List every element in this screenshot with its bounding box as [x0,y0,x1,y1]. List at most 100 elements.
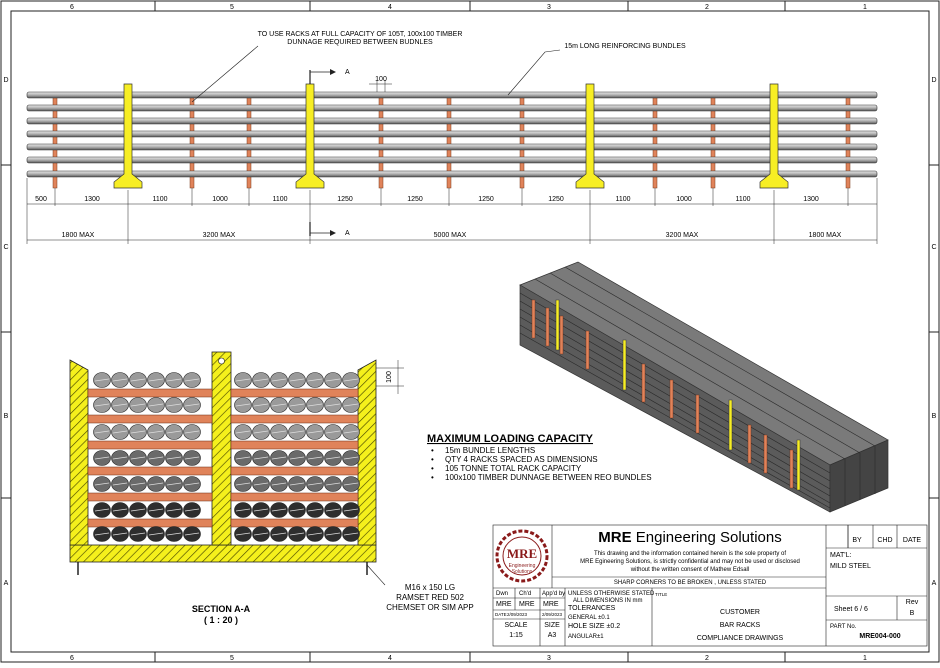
section-bar-rib [235,378,251,382]
confidential-3: without the written consent of Mathew Ed… [630,567,749,573]
bottom-zone-labels: 6 5 4 3 2 1 [70,652,867,662]
section-bar-rib [112,403,128,407]
section-bar-rib [94,430,110,434]
section-bar-rib [343,378,359,382]
section-bar-rib [325,378,341,382]
capacity-bullet: 15m BUNDLE LENGTHS [445,446,535,455]
bolt-note-line2: RAMSET RED 502 [396,593,464,602]
section-bar-rib [166,403,182,407]
bolt-leader [366,564,386,586]
section-bar-rib [289,403,305,407]
section-bar-rib [289,508,305,512]
section-bar-rib [130,508,146,512]
section-timber [87,518,213,528]
section-bar-rib [112,456,128,460]
section-timber [87,492,213,502]
section-bar-rib [235,508,251,512]
zone-col-label: 1 [863,4,867,11]
section-bar-rib [166,378,182,382]
drawing-title-2: BAR RACKS [720,622,761,629]
section-bar-rib [253,456,269,460]
timber-dunnage [52,93,851,189]
section-timber [87,414,213,424]
company-name: MRE Engineering Solutions [598,529,781,546]
section-bar-rib [184,403,200,407]
section-bar-rib [166,532,182,536]
logo-sub: Solutions [512,569,533,575]
drawn-label: Dwn [496,591,508,597]
tolerance-angular: ANGULAR±1 [568,634,604,640]
section-bar-rib [184,430,200,434]
date-value: 2/09/2023 [507,612,528,617]
rack-uprights [113,83,789,189]
section-bar-rib [343,430,359,434]
section-bar-rib [307,378,323,382]
part-label: PART No. [830,624,857,630]
bundle-note-leader [507,49,561,96]
dim-label: 1000 [676,196,692,203]
section-bar-rib [112,532,128,536]
section-bar-rib [271,482,287,486]
section-bar-rib [325,403,341,407]
section-bar-rib [307,403,323,407]
bolt-note-line1: M16 x 150 LG [405,583,455,592]
svg-text:•: • [431,473,434,482]
section-bar-rib [343,403,359,407]
section-timber [230,492,359,502]
section-timber [87,388,213,398]
section-bar-rib [235,403,251,407]
section-bar-rib [148,456,164,460]
section-timber [230,414,359,424]
section-bar-rib [289,482,305,486]
svg-text:•: • [431,446,434,455]
drawing-title-1: CUSTOMER [720,609,760,616]
dim-extension-lines [26,178,878,244]
date-row-label: DATE [495,612,507,617]
part-number: MRE004-000 [859,633,900,640]
zone-row-label: B [932,413,937,420]
dim-label: 100 [386,371,393,383]
dim-label: 3200 MAX [666,232,699,239]
approved-value: MRE [543,601,559,608]
size-value: A3 [548,632,557,639]
zone-col-label: 5 [230,4,234,11]
dims-in-mm: ALL DIMENSIONS IN mm [573,598,642,604]
section-bar-rib [148,378,164,382]
svg-text:•: • [431,455,434,464]
dim-label: 500 [35,196,47,203]
zone-row-label: B [4,413,9,420]
section-bar-rib [148,482,164,486]
section-bar-rib [130,403,146,407]
section-bar-rib [325,532,341,536]
scale-value: 1:15 [509,632,523,639]
dim-label: 1100 [272,196,287,203]
revision-label: Rev [906,599,919,606]
date-value: 2/09/2023 [542,612,563,617]
tolerance-hole: HOLE SIZE ±0.2 [568,623,620,630]
section-bar-rib [325,508,341,512]
iso-uprights [555,299,801,491]
dim-label: 1100 [152,196,167,203]
zone-col-label: 3 [547,655,551,662]
sharp-corners-note: SHARP CORNERS TO BE BROKEN , UNLESS STAT… [614,580,767,586]
revision-value: B [910,610,915,617]
section-label: A [345,69,350,76]
section-bar-rib [253,403,269,407]
timber-note-line2: DUNNAGE REQUIRED BETWEEN BUDNLES [287,39,433,46]
section-bar-rib [325,456,341,460]
dim-label: 1800 MAX [809,232,842,239]
section-bar-rib [307,508,323,512]
capacity-notes: MAXIMUM LOADING CAPACITY • 15m BUNDLE LEN… [427,433,652,482]
dim-label: 100 [375,76,387,83]
dim-label: 5000 MAX [434,232,467,239]
capacity-title: MAXIMUM LOADING CAPACITY [427,433,594,445]
by-label: BY [852,537,862,544]
drawing-title-3: COMPLIANCE DRAWINGS [697,635,784,642]
section-bar-rib [325,482,341,486]
iso-bar-lines [519,266,876,509]
dim-label: 1300 [803,196,819,203]
section-bar-rib [94,378,110,382]
zone-row-label: D [931,77,936,84]
zone-row-label: C [931,244,936,251]
